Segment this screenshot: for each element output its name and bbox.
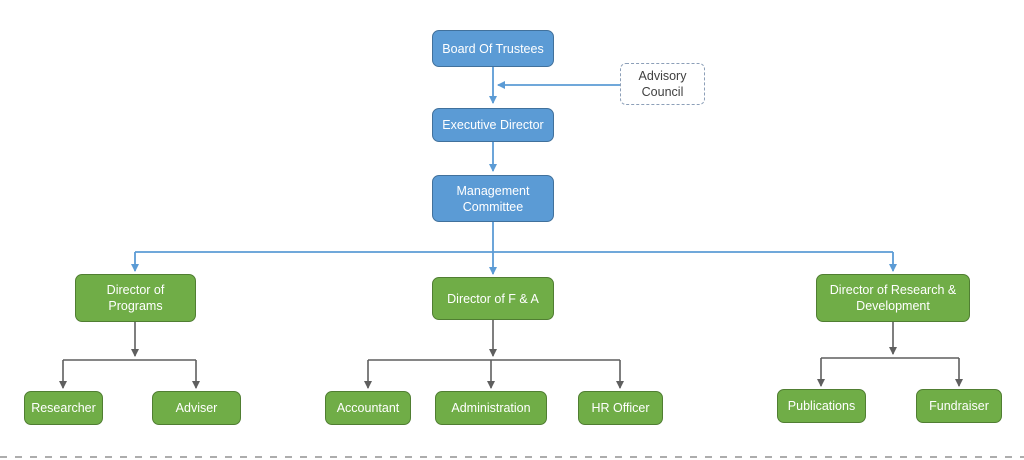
- node-publications[interactable]: Publications: [777, 389, 866, 423]
- canvas-bottom-boundary: [0, 456, 1024, 458]
- node-director-of-programs[interactable]: Director of Programs: [75, 274, 196, 322]
- node-management-committee[interactable]: Management Committee: [432, 175, 554, 222]
- node-researcher[interactable]: Researcher: [24, 391, 103, 425]
- node-director-of-programs-label: Director of Programs: [106, 283, 165, 313]
- node-fundraiser-label: Fundraiser: [929, 399, 989, 413]
- node-administration-label: Administration: [451, 401, 531, 415]
- node-director-of-f-a-label: Director of F & A: [447, 291, 539, 306]
- node-executive-director-label: Executive Director: [442, 118, 544, 132]
- node-administration[interactable]: Administration: [435, 391, 547, 425]
- node-director-of-research-development[interactable]: Director of Research & Development: [816, 274, 970, 322]
- node-board-of-trustees-label: Board Of Trustees: [442, 41, 544, 56]
- node-fundraiser[interactable]: Fundraiser: [916, 389, 1002, 423]
- node-publications-label: Publications: [787, 399, 856, 413]
- node-accountant[interactable]: Accountant: [325, 391, 411, 425]
- node-researcher-label: Researcher: [31, 401, 96, 415]
- node-director-of-f-a[interactable]: Director of F & A: [432, 277, 554, 320]
- node-hr-officer-label: HR Officer: [591, 401, 650, 415]
- node-accountant-label: Accountant: [336, 401, 400, 415]
- node-director-of-research-development-label: Director of Research & Development: [829, 283, 957, 313]
- node-advisory-council-label: Advisory Council: [638, 69, 687, 99]
- node-advisory-council[interactable]: Advisory Council: [620, 63, 705, 105]
- node-board-of-trustees[interactable]: Board Of Trustees: [432, 30, 554, 67]
- node-adviser[interactable]: Adviser: [152, 391, 241, 425]
- node-executive-director[interactable]: Executive Director: [432, 108, 554, 142]
- node-hr-officer[interactable]: HR Officer: [578, 391, 663, 425]
- node-management-committee-label: Management Committee: [456, 183, 530, 214]
- node-adviser-label: Adviser: [175, 401, 218, 415]
